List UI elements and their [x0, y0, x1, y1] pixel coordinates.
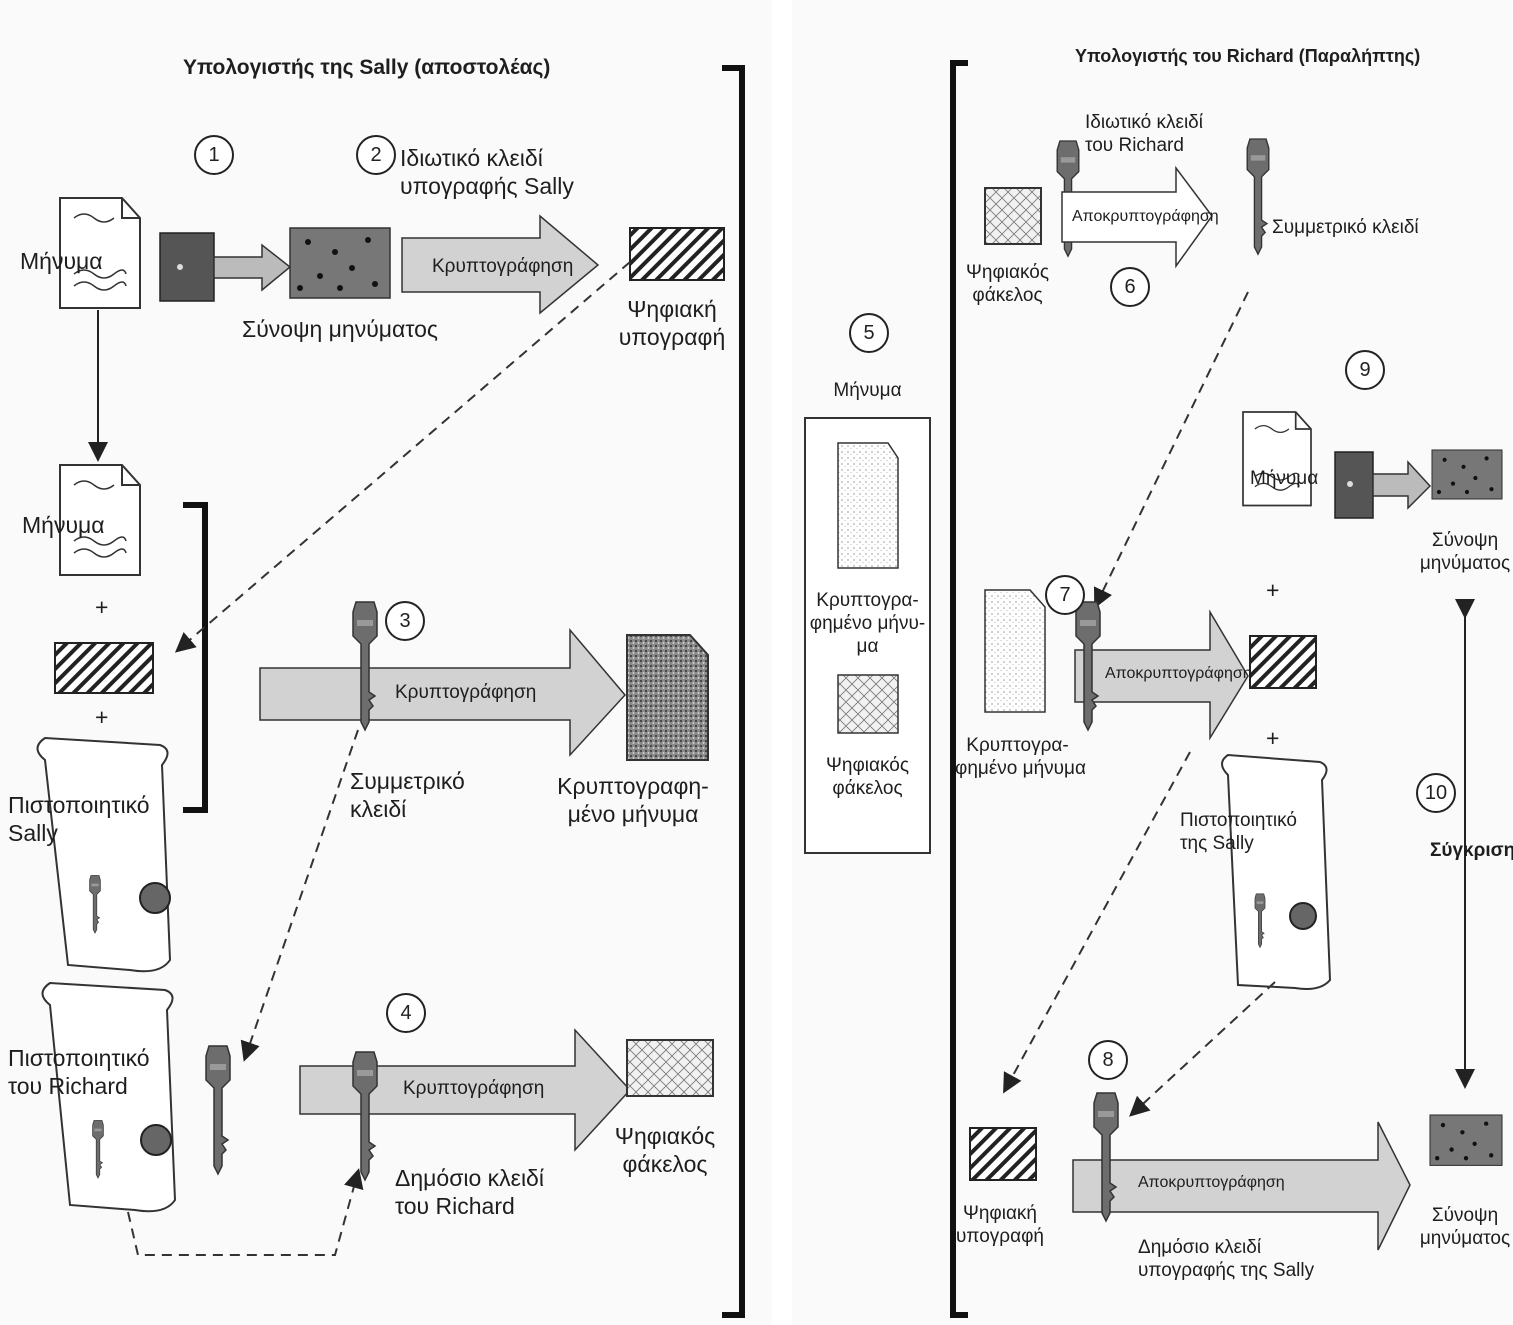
cert-sally-label: Πιστοποιητικό Sally [8, 792, 150, 847]
digital-envelope-icon [627, 1040, 713, 1096]
step-4-badge: 4 [386, 993, 426, 1033]
right-cert-sally-label: Πιστοποιητικό της Sally [1180, 810, 1297, 856]
right-plus-2: + [1266, 725, 1279, 753]
step-2-badge: 2 [356, 135, 396, 175]
step-5-badge: 5 [849, 313, 889, 353]
right-digest-label-2: Σύνοψη μηνύματος [1415, 1205, 1513, 1251]
right-signature-label: Ψηφιακή υπογραφή [950, 1203, 1050, 1249]
middle-envelope-label: Ψηφιακός φάκελος [805, 755, 930, 801]
symmetric-key-label: Συμμετρικό κλειδί [350, 768, 465, 823]
right-encrypted-label: Κρυπτογρα- φημένο μήνυμα [955, 735, 1080, 781]
encrypted-message-icon [627, 635, 708, 760]
right-symmetric-key-label: Συμμετρικό κλειδί [1272, 217, 1419, 240]
envelope-label: Ψηφιακός φάκελος [600, 1123, 730, 1178]
encrypted-message-label: Κρυπτογραφη- μένο μήνυμα [548, 773, 718, 828]
step-3-badge: 3 [385, 601, 425, 641]
right-message-label: Μήνυμα [1250, 468, 1318, 491]
step-10-badge: 10 [1416, 773, 1456, 813]
step-1-badge: 1 [194, 135, 234, 175]
right-plus-1: + [1266, 577, 1279, 605]
receiver-title: Υπολογιστής του Richard (Παραλήπτης) [1075, 46, 1420, 68]
right-digest-label-1: Σύνοψη μηνύματος [1415, 530, 1513, 576]
plus-2: + [95, 704, 108, 732]
digest-label: Σύνοψη μηνύματος [242, 316, 438, 344]
right-bracket [953, 63, 968, 1315]
decrypt-label-3: Αποκρυπτογράφηση [1138, 1173, 1285, 1192]
cert-richard-label: Πιστοποιητικό του Richard [8, 1045, 150, 1100]
plus-1: + [95, 594, 108, 622]
right-envelope-label: Ψηφιακός φάκελος [960, 262, 1055, 308]
richard-private-key-label: Ιδιωτικό κλειδί του Richard [1085, 112, 1203, 158]
sender-title: Υπολογιστής της Sally (αποστολέας) [183, 55, 550, 80]
decrypt-label-2: Αποκρυπτογράφηση [1105, 664, 1252, 683]
step-8-badge: 8 [1088, 1040, 1128, 1080]
step-9-badge: 9 [1345, 350, 1385, 390]
message-label-2: Μήνυμα [22, 512, 105, 540]
encrypt-label-1: Κρυπτογράφηση [432, 256, 573, 279]
encrypt-label-2: Κρυπτογράφηση [395, 682, 536, 705]
digital-signature-icon [630, 228, 724, 280]
step-6-badge: 6 [1110, 267, 1150, 307]
step-7-badge: 7 [1045, 575, 1085, 615]
signature-label: Ψηφιακή υπογραφή [612, 296, 732, 351]
middle-encrypted-label: Κρυπτογρα- φημένο μήνυ- μα [805, 590, 930, 658]
sally-private-key-label: Ιδιωτικό κλειδί υπογραφής Sally [400, 145, 574, 200]
message-label: Μήνυμα [20, 248, 103, 276]
middle-message-label: Μήνυμα [805, 380, 930, 403]
decrypt-label-1: Αποκρυπτογράφηση [1072, 207, 1219, 226]
compare-label: Σύγκριση [1430, 840, 1513, 863]
richard-public-key-label: Δημόσιο κλειδί του Richard [395, 1165, 544, 1220]
sally-public-key-label: Δημόσιο κλειδί υπογραφής της Sally [1138, 1237, 1314, 1283]
encrypt-label-3: Κρυπτογράφηση [403, 1078, 544, 1101]
